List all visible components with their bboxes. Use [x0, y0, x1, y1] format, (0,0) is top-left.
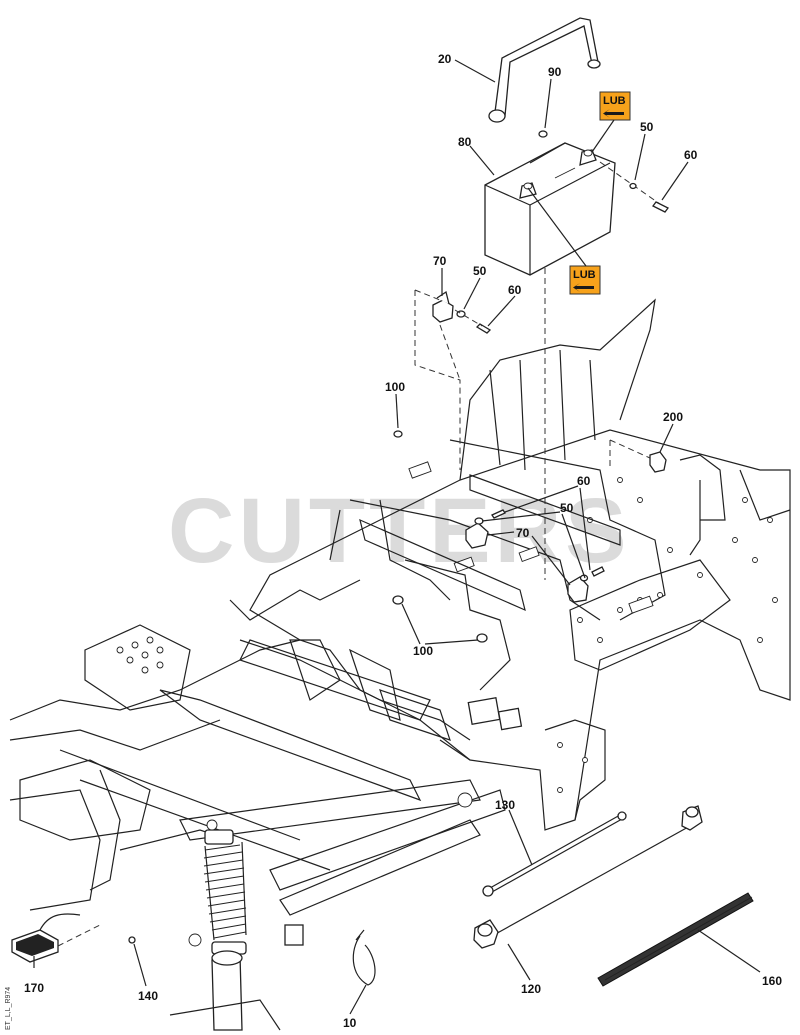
switch-170	[11, 913, 101, 963]
chassis-frame	[249, 298, 791, 831]
nut-90	[538, 130, 548, 138]
callout-140: 140	[138, 989, 158, 1003]
rod-130	[482, 811, 627, 897]
clip-200	[609, 439, 667, 473]
callout-90: 90	[548, 65, 562, 79]
battery-strap-20	[488, 17, 601, 123]
threaded-rod-160	[597, 892, 754, 987]
bolt-100-upper	[393, 430, 403, 438]
lub-badge-bottom: LUB	[569, 265, 601, 295]
svg-text:LUB: LUB	[603, 95, 626, 107]
callout-60: 60	[577, 474, 591, 488]
bolt-100-left	[392, 595, 404, 605]
bolt-100-right	[476, 633, 488, 643]
callout-70: 70	[433, 254, 447, 268]
svg-text:LUB: LUB	[573, 269, 596, 281]
callout-70: 70	[516, 526, 530, 540]
leader-lines	[33, 59, 761, 1015]
cable-tie-10	[352, 929, 376, 986]
callout-50: 50	[473, 264, 487, 278]
callout-60: 60	[508, 283, 522, 297]
watermark-text: CUTTERS	[168, 480, 630, 582]
callout-20: 20	[438, 52, 452, 66]
callout-10: 10	[343, 1016, 357, 1030]
callout-labels: 20 90 80 50 60 70 50 60 100 200 60 50 70…	[24, 52, 782, 1030]
callout-100: 100	[385, 380, 405, 394]
callout-170: 170	[24, 981, 44, 995]
shock-absorber	[169, 792, 473, 1031]
callout-130: 130	[495, 798, 515, 812]
lower-frame	[9, 579, 523, 946]
callout-80: 80	[458, 135, 472, 149]
battery-80	[484, 142, 616, 276]
clamp-70-top	[432, 290, 492, 334]
callout-200: 200	[663, 410, 683, 424]
callout-60: 60	[684, 148, 698, 162]
callout-50: 50	[640, 120, 654, 134]
clamp-70-center	[465, 509, 506, 549]
washer-screw-right	[599, 161, 669, 213]
callout-160: 160	[762, 974, 782, 988]
callout-120: 120	[521, 982, 541, 996]
reference-code: ET_L,L_R974	[5, 987, 12, 1030]
clamp-70-right	[567, 566, 605, 603]
callout-100: 100	[413, 644, 433, 658]
callout-50: 50	[560, 501, 574, 515]
fastener-140	[128, 936, 136, 944]
lub-badge-top: LUB	[599, 91, 631, 121]
cable-120	[473, 805, 703, 949]
